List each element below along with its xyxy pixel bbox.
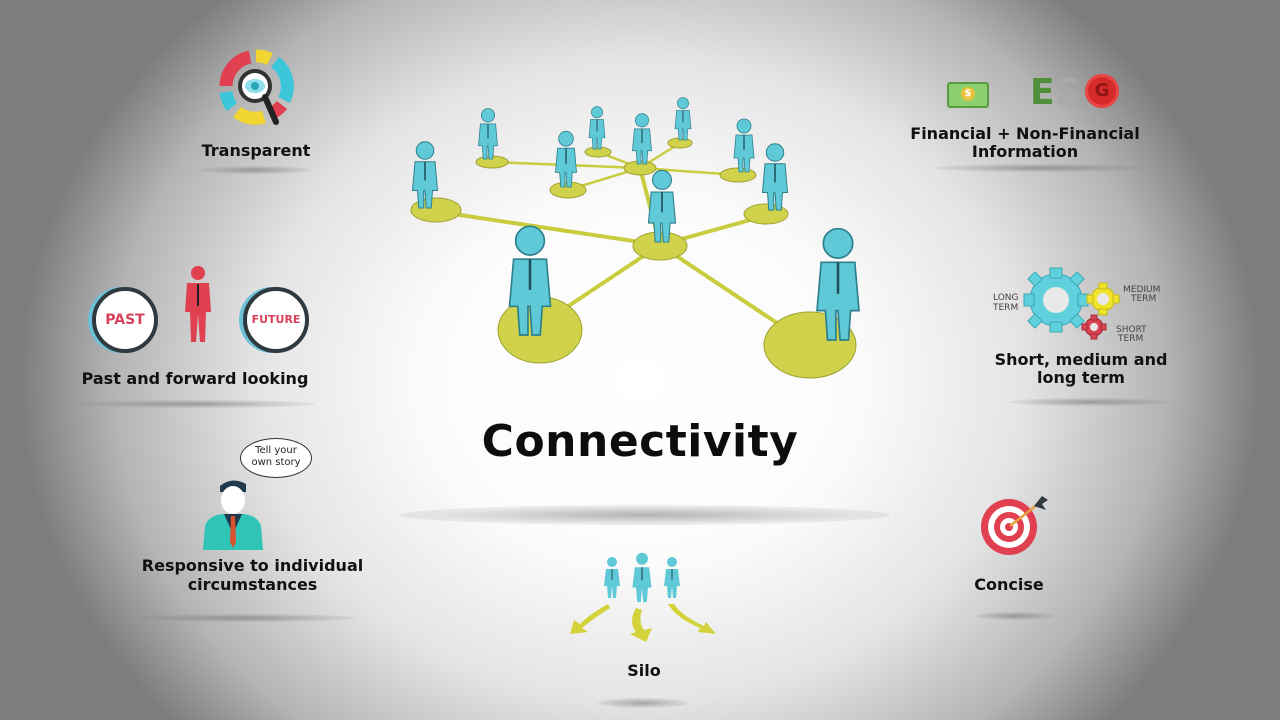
- financial-label-line1: Financial + Non-Financial: [910, 124, 1140, 143]
- long-term-label-1: LONG: [993, 293, 1019, 303]
- medium-term-label-1: MEDIUM: [1123, 285, 1160, 295]
- terms-label-line1: Short, medium and: [994, 350, 1168, 369]
- target-icon: [981, 496, 1048, 555]
- responsive-label-line1: Responsive to individual: [141, 556, 364, 575]
- silo-label: Silo: [627, 661, 661, 680]
- past-forward-label: Past and forward looking: [81, 369, 309, 388]
- responsive-label-line2: circumstances: [187, 575, 318, 594]
- concise-label: Concise: [974, 575, 1044, 594]
- transparent-shadow: [200, 166, 310, 174]
- person-icon: [185, 266, 211, 342]
- medium-term-label-2: TERM: [1130, 294, 1156, 304]
- esg-g-seal: G: [1085, 74, 1119, 108]
- page-title: Connectivity: [481, 416, 799, 467]
- past-forward-shadow: [75, 400, 315, 408]
- long-term-label-2: TERM: [992, 303, 1018, 313]
- esg-e: E: [1030, 72, 1055, 113]
- concise-shadow: [975, 612, 1055, 620]
- past-badge: PAST: [92, 287, 158, 353]
- financial-label-line2: Information: [971, 142, 1079, 161]
- short-term-label-2: TERM: [1117, 334, 1143, 344]
- terms-shadow: [1010, 398, 1170, 406]
- silo-shadow: [598, 698, 688, 708]
- title-shadow: [400, 505, 890, 525]
- money-icon: $: [947, 82, 989, 108]
- money-symbol: $: [961, 87, 975, 101]
- esg-s: S: [1055, 72, 1081, 113]
- gears-icon: LONG TERM MEDIUM TERM SHORT TERM: [992, 267, 1160, 344]
- future-badge: FUTURE: [243, 287, 309, 353]
- transparent-label: Transparent: [201, 141, 311, 160]
- esg-icon: E S G: [1030, 72, 1125, 113]
- terms-label-line2: long term: [1037, 368, 1125, 387]
- diverging-people-icon: [570, 552, 716, 642]
- businessman-icon: [203, 480, 263, 550]
- financial-shadow: [935, 164, 1145, 172]
- magnifier-eye-ring-icon: [219, 49, 294, 125]
- short-term-label-1: SHORT: [1116, 325, 1147, 335]
- responsive-shadow: [135, 614, 355, 622]
- speech-bubble: Tell your own story: [240, 438, 312, 478]
